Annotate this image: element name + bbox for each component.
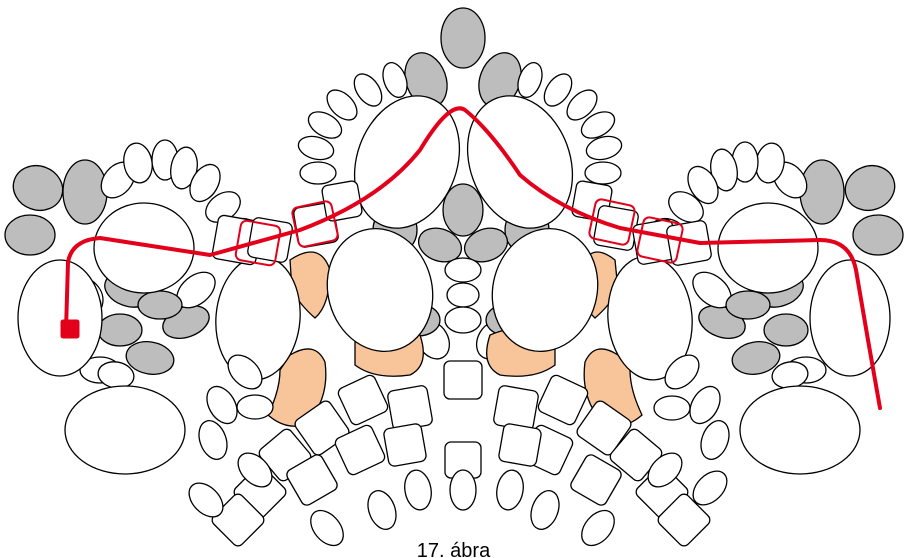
- white-seed-bead: [382, 62, 408, 98]
- cube-bead: [537, 374, 589, 426]
- white-seed-bead: [236, 394, 274, 420]
- figure-caption: 17. ábra: [416, 540, 491, 558]
- medium-white-oval-bead: [491, 227, 599, 353]
- white-seed-bead: [687, 165, 719, 205]
- gray-seed-bead: [4, 214, 56, 256]
- white-seed-bead: [189, 163, 221, 203]
- threaded-cube-bead: [234, 219, 282, 267]
- gray-seed-bead: [137, 290, 183, 320]
- large-white-drop-bead: [717, 202, 819, 294]
- white-seed-bead: [647, 452, 683, 488]
- gray-seed-bead: [852, 214, 904, 256]
- white-seed-bead: [237, 452, 273, 488]
- white-seed-bead: [227, 354, 263, 390]
- cube-bead: [570, 454, 622, 506]
- white-seed-bead: [517, 62, 543, 98]
- gray-seed-bead: [463, 227, 509, 263]
- white-seed-bead: [353, 73, 383, 107]
- white-seed-bead: [692, 470, 728, 506]
- gray-seed-bead: [763, 313, 809, 347]
- medium-white-oval-bead: [326, 227, 434, 353]
- gray-seed-bead: [731, 341, 781, 375]
- gray-seed-bead: [440, 7, 486, 69]
- gray-seed-bead: [442, 183, 484, 237]
- cube-bead: [337, 374, 389, 426]
- gray-seed-bead: [844, 164, 896, 212]
- thread-path: [64, 106, 882, 410]
- white-seed-bead: [689, 385, 721, 425]
- cube-bead: [383, 423, 427, 467]
- large-white-drop-bead: [17, 259, 103, 377]
- white-seed-bead: [543, 73, 573, 107]
- gray-seed-bead: [12, 164, 64, 212]
- white-seed-bead: [584, 161, 622, 185]
- bead-layer: [4, 7, 904, 547]
- threaded-cube-bead: [636, 216, 684, 264]
- medium-white-oval-bead: [739, 385, 861, 475]
- white-seed-bead: [710, 148, 738, 192]
- gray-seed-bead: [417, 227, 463, 263]
- thread-path-layer: [60, 106, 882, 410]
- threaded-cube-bead: [291, 200, 339, 248]
- white-seed-bead: [367, 490, 397, 530]
- cube-bead: [576, 400, 632, 456]
- large-white-drop-bead: [809, 259, 891, 377]
- white-seed-bead: [664, 354, 700, 390]
- medium-white-oval-bead: [64, 385, 186, 475]
- white-seed-bead: [449, 469, 477, 511]
- cube-bead: [657, 493, 711, 547]
- white-seed-bead: [566, 89, 598, 121]
- white-seed-bead: [206, 385, 238, 425]
- white-seed-bead: [700, 420, 730, 460]
- cube-bead: [443, 360, 483, 400]
- white-seed-bead: [585, 135, 623, 161]
- cube-bead: [211, 493, 265, 547]
- gray-seed-bead: [725, 290, 771, 320]
- white-seed-bead: [444, 306, 482, 334]
- square-marker-icon: [60, 319, 80, 339]
- white-seed-bead: [326, 89, 358, 121]
- gray-seed-bead: [125, 341, 175, 375]
- cube-bead: [498, 423, 542, 467]
- white-seed-bead: [170, 146, 198, 190]
- cube-bead: [286, 454, 338, 506]
- threaded-cube-bead: [588, 198, 636, 246]
- large-white-drop-bead: [93, 202, 195, 294]
- white-seed-bead: [580, 111, 616, 139]
- white-seed-bead: [653, 395, 691, 421]
- white-seed-bead: [668, 191, 704, 223]
- cube-bead: [493, 385, 539, 431]
- white-seed-bead: [188, 482, 224, 518]
- white-seed-bead: [299, 161, 337, 185]
- white-seed-bead: [307, 111, 343, 139]
- cube-bead: [334, 424, 386, 476]
- white-seed-bead: [530, 490, 560, 530]
- white-seed-bead: [444, 257, 482, 283]
- gray-seed-bead: [799, 159, 845, 225]
- white-seed-bead: [581, 509, 615, 547]
- white-seed-bead: [297, 135, 335, 161]
- gray-seed-bead: [62, 159, 108, 225]
- gray-seed-bead: [97, 313, 143, 347]
- white-seed-bead: [496, 469, 524, 511]
- white-seed-bead: [446, 282, 480, 308]
- white-seed-bead: [404, 469, 432, 511]
- white-seed-bead: [310, 509, 344, 547]
- white-seed-bead: [198, 420, 228, 460]
